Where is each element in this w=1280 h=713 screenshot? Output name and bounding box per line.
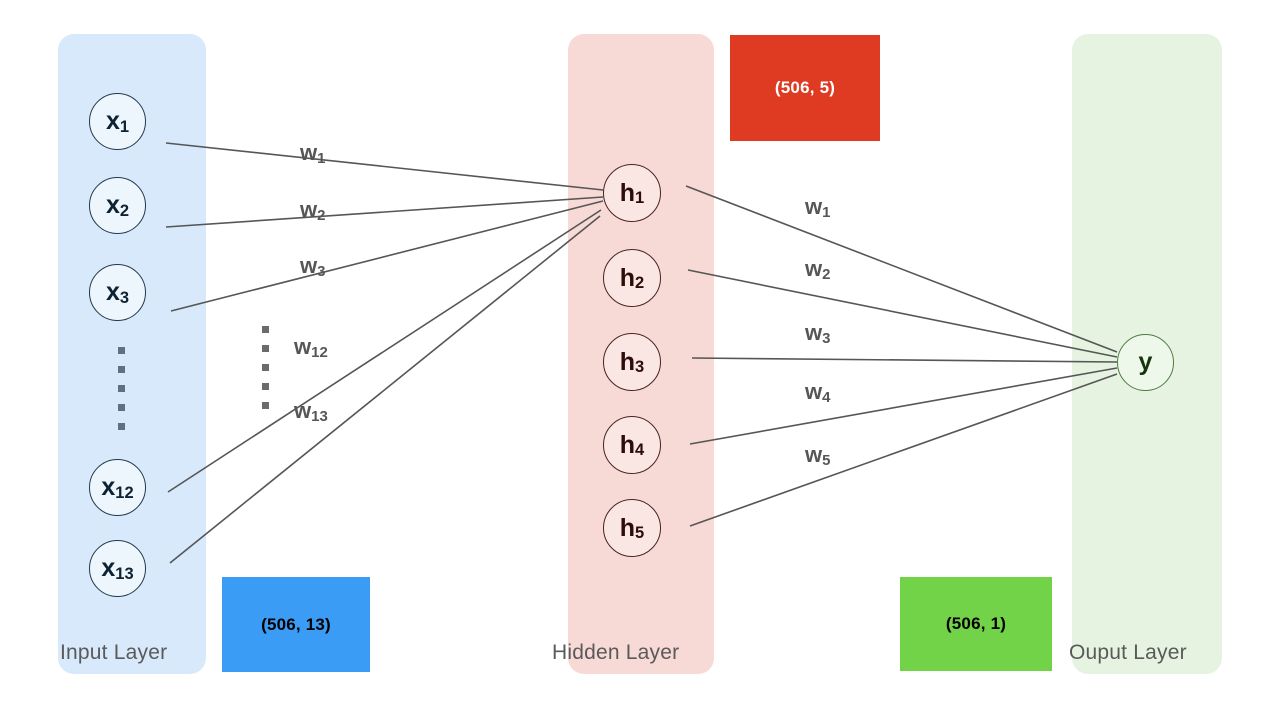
input-layer-caption: Input Layer [60, 641, 168, 664]
node-x12-label: x12 [101, 473, 134, 502]
node-h1[interactable]: h1 [603, 164, 661, 222]
edge-x13-h1 [169, 215, 601, 564]
output-shape-box: (506, 1) [900, 577, 1052, 671]
node-h1-label: h1 [619, 178, 645, 208]
node-x2[interactable]: x2 [89, 177, 146, 234]
edge-h3-y [691, 357, 1118, 363]
node-h3-label: h3 [619, 347, 645, 377]
node-x1-label: x1 [105, 107, 130, 136]
node-h3[interactable]: h3 [603, 333, 661, 391]
hidden-shape-box: (506, 5) [730, 35, 880, 141]
edge-x2-h1 [165, 196, 604, 228]
edge-x12-h1 [167, 209, 602, 493]
weight-label-ih-3: w3 [300, 253, 326, 280]
node-h2-label: h2 [619, 263, 645, 293]
weight-label-ih-13: w13 [294, 398, 328, 425]
hidden-shape-label: (506, 5) [774, 78, 836, 97]
node-h4[interactable]: h4 [603, 416, 661, 474]
node-x3[interactable]: x3 [89, 264, 146, 321]
node-y-label: y [1138, 348, 1153, 376]
node-x2-label: x2 [105, 191, 130, 220]
node-x3-label: x3 [105, 278, 130, 307]
edge-h5-y [689, 373, 1118, 527]
weight-label-ho-2: w2 [805, 256, 831, 283]
edge-h4-y [689, 367, 1118, 445]
node-h4-label: h4 [619, 430, 645, 460]
weight-label-ho-3: w3 [805, 320, 831, 347]
edge-x3-h1 [170, 200, 604, 312]
node-y[interactable]: y [1117, 334, 1174, 391]
node-x1[interactable]: x1 [89, 93, 146, 150]
edge-h1-y [685, 185, 1118, 353]
node-h5-label: h5 [619, 513, 645, 543]
weight-label-ho-4: w4 [805, 379, 831, 406]
weight-label-ho-5: w5 [805, 442, 831, 469]
edge-h2-y [687, 269, 1118, 358]
weight-label-ho-1: w1 [805, 194, 831, 221]
weight-label-ih-2: w2 [300, 197, 326, 224]
node-h2[interactable]: h2 [603, 249, 661, 307]
weight-label-ih-12: w12 [294, 334, 328, 361]
hidden-layer-caption: Hidden Layer [552, 641, 680, 664]
output-shape-label: (506, 1) [945, 614, 1007, 633]
node-x12[interactable]: x12 [89, 459, 146, 516]
node-h5[interactable]: h5 [603, 499, 661, 557]
weight-label-ih-1: w1 [300, 140, 326, 167]
input-layer-ellipsis [118, 347, 125, 442]
edge-x1-h1 [165, 142, 604, 191]
node-x13-label: x13 [101, 554, 134, 583]
input-shape-label: (506, 13) [261, 614, 331, 634]
input-shape-box: (506, 13) [222, 577, 370, 672]
node-x13[interactable]: x13 [89, 540, 146, 597]
output-layer-caption: Ouput Layer [1069, 641, 1187, 664]
weights-ellipsis [262, 326, 269, 421]
